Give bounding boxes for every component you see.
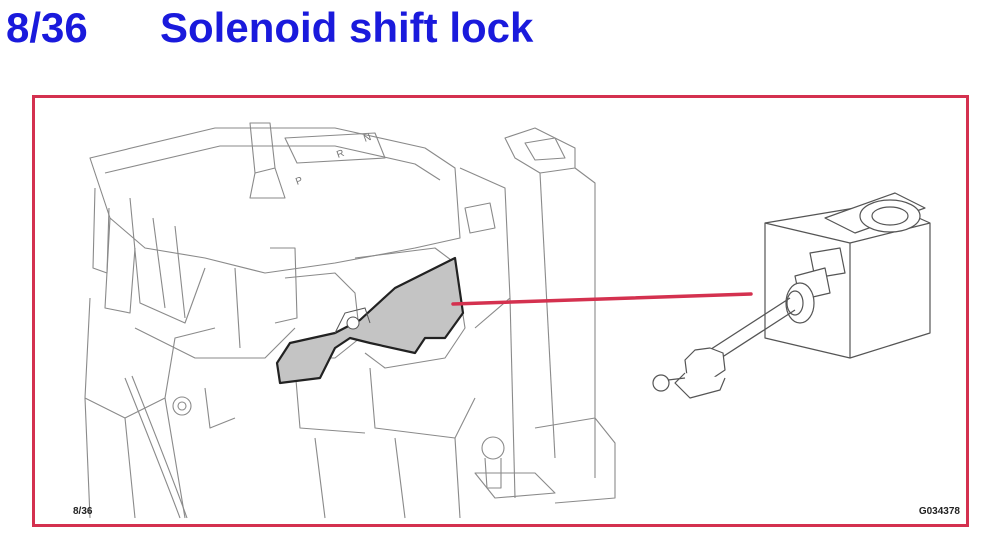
solenoid-location-highlight [275,256,465,385]
figure-page-ref: 8/36 [73,506,93,517]
solenoid-detail [652,192,931,399]
shift-lock-illustration: P R N [84,122,931,519]
figure-id: G034378 [918,506,960,517]
gate-letter-r: R [335,148,346,161]
gear-selector-assembly [84,122,616,519]
illustration-frame: P R N 8/36 [32,95,969,527]
gate-letter-n: N [362,132,373,145]
gate-letter-p: P [294,175,304,188]
page-title: Solenoid shift lock [160,4,534,51]
page-number: 8/36 [6,4,88,51]
leader-line [451,292,753,306]
